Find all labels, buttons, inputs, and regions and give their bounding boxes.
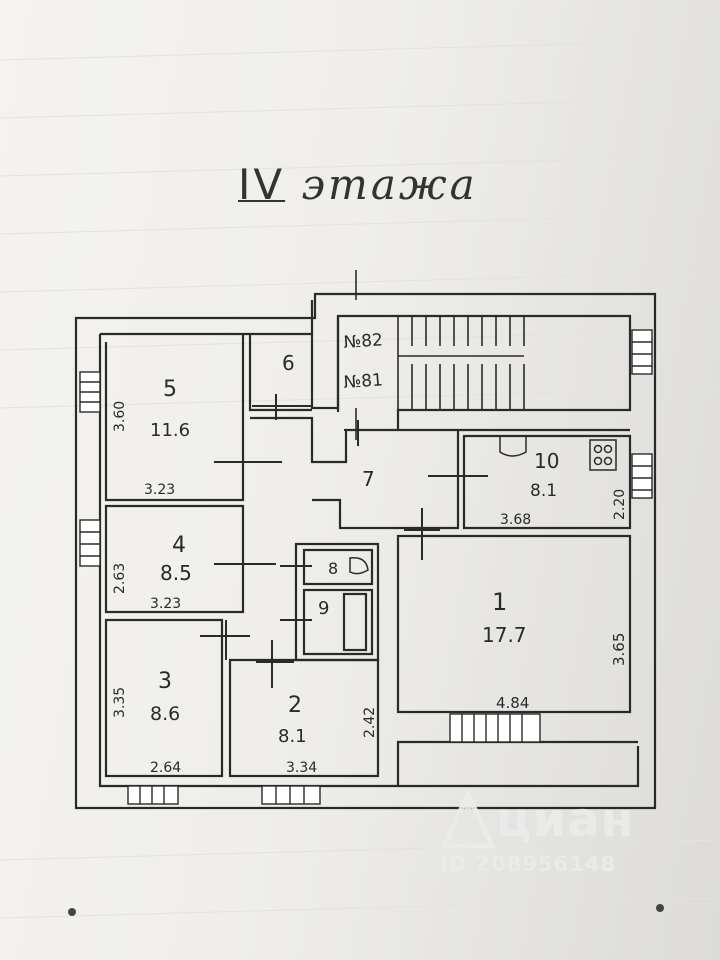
watermark-listing-id: ID 208956148: [440, 852, 617, 876]
stair-label-lower: №81: [343, 370, 384, 393]
room-number: 7: [362, 467, 375, 491]
room-number: 2: [288, 693, 302, 718]
room-area: 8.5: [160, 561, 192, 585]
room-number: 3: [158, 669, 172, 694]
toilet-icon: [349, 557, 369, 575]
stove-icon: [589, 439, 617, 471]
dimension-label: 2.42: [362, 707, 378, 738]
room-area: 17.7: [482, 623, 527, 647]
dimension-label: 3.65: [610, 633, 628, 666]
room-number: 10: [534, 449, 559, 473]
sink-icon: [499, 436, 527, 457]
outer-wall: [74, 292, 657, 810]
stair-walls: [310, 300, 632, 430]
dimension-label: 3.23: [150, 596, 181, 612]
dimension-label: 2.20: [612, 489, 628, 520]
dimension-label: 3.35: [112, 687, 128, 718]
dimension-label: 3.68: [500, 512, 531, 528]
stair-label-upper: №82: [343, 330, 384, 353]
room-area: 8.6: [150, 703, 180, 725]
fixtures: [349, 436, 617, 575]
room-number: 1: [492, 588, 507, 616]
watermark: циан ID 208956148: [440, 790, 680, 880]
dimension-label: 3.23: [144, 482, 175, 498]
dimension-label: 2.63: [112, 563, 128, 594]
stair-steps: [355, 270, 525, 440]
dimension-label: 3.60: [112, 401, 128, 432]
room-area: 8.1: [278, 726, 307, 747]
floor-word: этажа: [301, 160, 478, 209]
paper-mark: [68, 908, 76, 916]
door-marks: [200, 394, 488, 688]
floor-number: IV: [238, 160, 286, 209]
paper-mark: [656, 904, 664, 912]
dimension-label: 4.84: [496, 694, 529, 712]
dimension-label: 2.64: [150, 760, 181, 776]
watermark-brand: циан: [496, 792, 635, 848]
room-number: 9: [318, 598, 329, 619]
room-number: 8: [328, 559, 338, 578]
windows: [79, 329, 653, 805]
room-area: 8.1: [530, 481, 557, 501]
floor-title: IV этажа: [238, 160, 478, 209]
cian-logo-icon: [440, 790, 496, 849]
dimension-label: 3.34: [286, 760, 317, 776]
room-number: 6: [282, 351, 295, 375]
room-number: 4: [172, 533, 186, 558]
room-number: 5: [163, 377, 177, 402]
room-area: 11.6: [150, 420, 190, 441]
